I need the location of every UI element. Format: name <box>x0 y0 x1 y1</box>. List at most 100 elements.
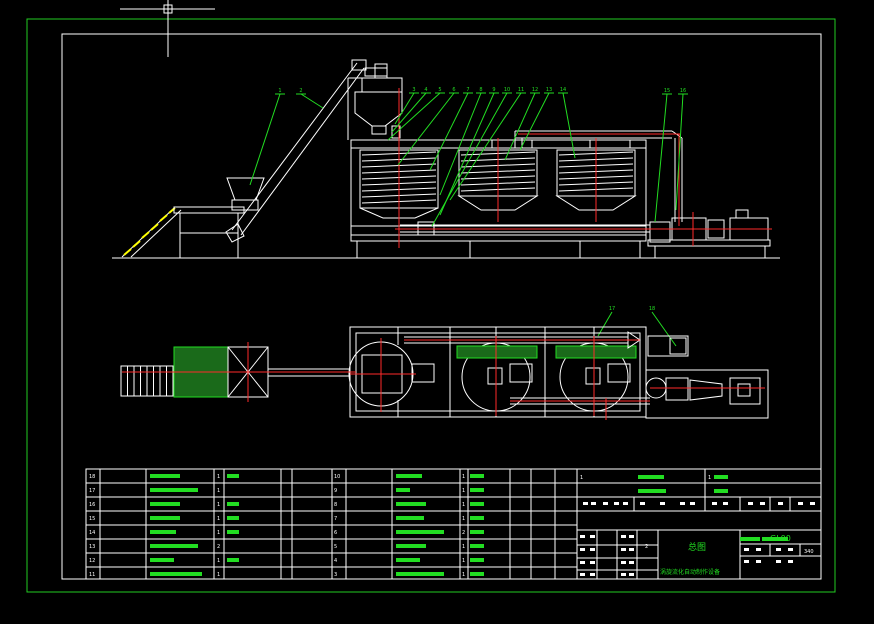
title-cell-mark <box>629 535 634 538</box>
title-cell-mark <box>614 502 619 505</box>
title-cell-fill <box>638 489 666 493</box>
elevation-view <box>112 59 780 259</box>
bom-cell-fill <box>396 544 426 548</box>
part-balloon-11: 11 <box>518 87 524 93</box>
bom-row-number: 6 <box>334 530 337 536</box>
title-cell-fill <box>714 475 728 479</box>
bom-row-number: 5 <box>334 544 337 550</box>
bom-cell-fill <box>470 516 484 520</box>
title-cell-mark <box>621 535 626 538</box>
bom-cell-fill <box>150 530 176 534</box>
title-cell-mark <box>756 548 761 551</box>
bom-qty: 2 <box>462 530 465 536</box>
title-cell-mark <box>760 502 765 505</box>
title-cell-mark <box>629 573 634 576</box>
bom-cell-fill <box>150 544 198 548</box>
bom-cell-fill <box>227 502 239 506</box>
plan-hatch-strip-2 <box>555 345 637 359</box>
bom-cell-fill <box>150 558 174 562</box>
title-cell-mark <box>621 573 626 576</box>
bom-row-number: 7 <box>334 516 337 522</box>
part-balloon-8: 8 <box>479 87 482 93</box>
title-cell-mark <box>748 502 753 505</box>
part-balloon-17: 17 <box>609 306 615 312</box>
bom-qty: 1 <box>217 558 220 564</box>
plan-hatch-strip-1 <box>456 345 538 359</box>
bom-qty: 2 <box>217 544 220 550</box>
part-balloon-12: 12 <box>532 87 538 93</box>
centerlines-elevation <box>395 88 772 248</box>
bom-qty: 1 <box>217 516 220 522</box>
feed-hopper <box>226 177 265 201</box>
title-cell-mark <box>756 560 761 563</box>
bom-cell-fill <box>227 530 239 534</box>
bom-cell-fill <box>396 502 426 506</box>
bom-row-number: 13 <box>89 544 95 550</box>
title-cell-mark <box>629 548 634 551</box>
part-balloon-1: 1 <box>278 88 281 94</box>
crosshair-cursor[interactable] <box>120 0 215 57</box>
bom-cell-fill <box>396 572 444 576</box>
part-balloon-2: 2 <box>299 88 302 94</box>
bom-cell-fill <box>150 572 202 576</box>
title-cell-mark <box>590 561 595 564</box>
bom-qty: 1 <box>462 488 465 494</box>
title-cell-fill <box>740 537 760 541</box>
bom-row-number: 12 <box>89 558 95 564</box>
title-cell-mark <box>723 502 728 505</box>
part-balloon-4: 4 <box>424 87 427 93</box>
title-cell-mark <box>680 502 685 505</box>
title-cell-mark <box>744 560 749 563</box>
title-cell-mark <box>621 561 626 564</box>
part-balloon-3: 3 <box>412 87 415 93</box>
bom-row-number: 8 <box>334 502 337 508</box>
title-cell-mark <box>590 535 595 538</box>
title-cell-mark <box>580 573 585 576</box>
bom-row-number: 11 <box>89 572 95 578</box>
bom-cell-fill <box>470 488 484 492</box>
bom-cell-fill <box>227 474 239 478</box>
bom-row-number: 18 <box>89 474 95 480</box>
drawing-number: GL00 <box>770 534 791 543</box>
bom-qty: 1 <box>462 474 465 480</box>
title-cell-mark <box>640 502 645 505</box>
sheet-number: 2 <box>645 544 648 550</box>
part-balloon-15: 15 <box>664 88 670 94</box>
bom-row-number: 3 <box>334 572 337 578</box>
bom-row-number: 16 <box>89 502 95 508</box>
bom-cell-fill <box>150 474 180 478</box>
bom-cell-fill <box>470 558 484 562</box>
bom-row-number: 10 <box>334 474 340 480</box>
bom-row-number: 17 <box>89 488 95 494</box>
bom-qty: 1 <box>462 516 465 522</box>
bom-qty: 1 <box>462 572 465 578</box>
bom-cell-fill <box>227 558 239 562</box>
rev-mark-2: 1 <box>708 475 711 481</box>
subtitle-text: 涡旋流化自动制作设备 <box>660 568 720 576</box>
sheet-code: 340 <box>804 549 814 555</box>
screw-conveyor <box>225 59 388 243</box>
title-block <box>576 468 822 580</box>
title-cell-mark <box>603 502 608 505</box>
part-balloon-10: 10 <box>504 87 510 93</box>
bom-row-number: 4 <box>334 558 337 564</box>
bom-qty: 1 <box>217 530 220 536</box>
top-hopper <box>347 77 403 140</box>
bom-cell-fill <box>396 516 424 520</box>
title-cell-mark <box>788 560 793 563</box>
title-cell-mark <box>629 561 634 564</box>
title-cell-mark <box>590 573 595 576</box>
bom-cell-fill <box>470 502 484 506</box>
title-cell-mark <box>591 502 596 505</box>
title-cell-mark <box>580 561 585 564</box>
rev-mark-1: 1 <box>580 475 583 481</box>
part-balloon-7: 7 <box>466 87 469 93</box>
title-cell-mark <box>623 502 628 505</box>
centerlines-plan <box>122 336 765 420</box>
bom-cell-fill <box>396 474 422 478</box>
title-cell-mark <box>744 548 749 551</box>
title-cell-fill <box>762 537 788 541</box>
